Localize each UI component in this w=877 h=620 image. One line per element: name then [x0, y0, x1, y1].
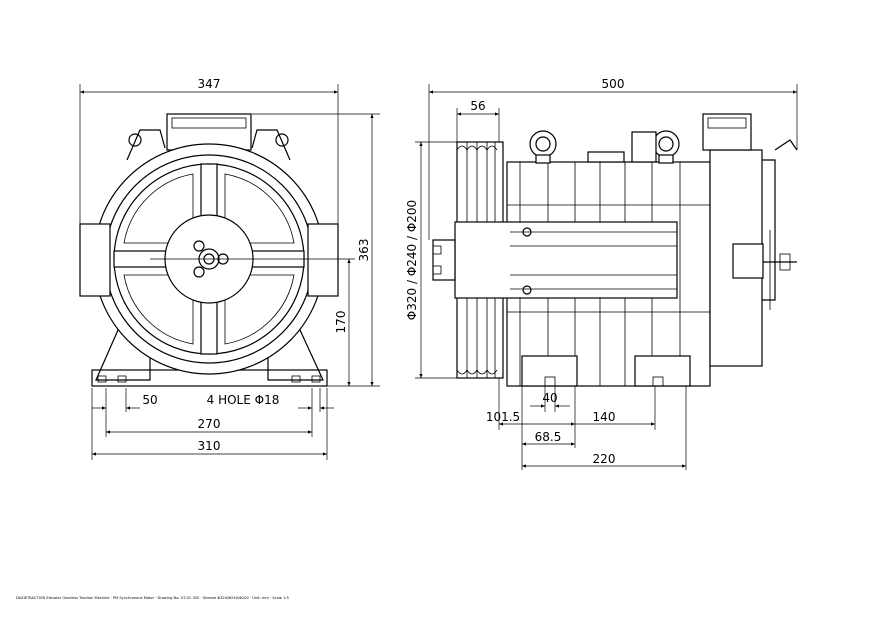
dim-56: 56 — [470, 99, 485, 113]
dim-270: 270 — [198, 417, 221, 431]
dim-170: 170 — [334, 311, 348, 334]
dim-500: 500 — [602, 77, 625, 91]
footer-note: DAXIETRACTION Elevator Gearless Traction… — [16, 596, 289, 600]
dim-347: 347 — [198, 77, 221, 91]
dim-220: 220 — [593, 452, 616, 466]
dim-40: 40 — [542, 391, 557, 405]
dim-68-5: 68.5 — [535, 430, 562, 444]
dim-310: 310 — [198, 439, 221, 453]
dim-101-5: 101.5 — [486, 410, 520, 424]
dimensions: 347 363 170 50 4 HOLE Φ18 270 310 500 56… — [79, 77, 798, 470]
front-view — [79, 113, 339, 387]
dim-sheave-diameters: Φ320 / Φ240 / Φ200 — [405, 200, 419, 320]
dim-hole-note: 4 HOLE Φ18 — [207, 393, 280, 407]
side-view — [432, 113, 798, 387]
dim-140: 140 — [593, 410, 616, 424]
dim-50: 50 — [142, 393, 157, 407]
dim-363: 363 — [357, 239, 371, 262]
